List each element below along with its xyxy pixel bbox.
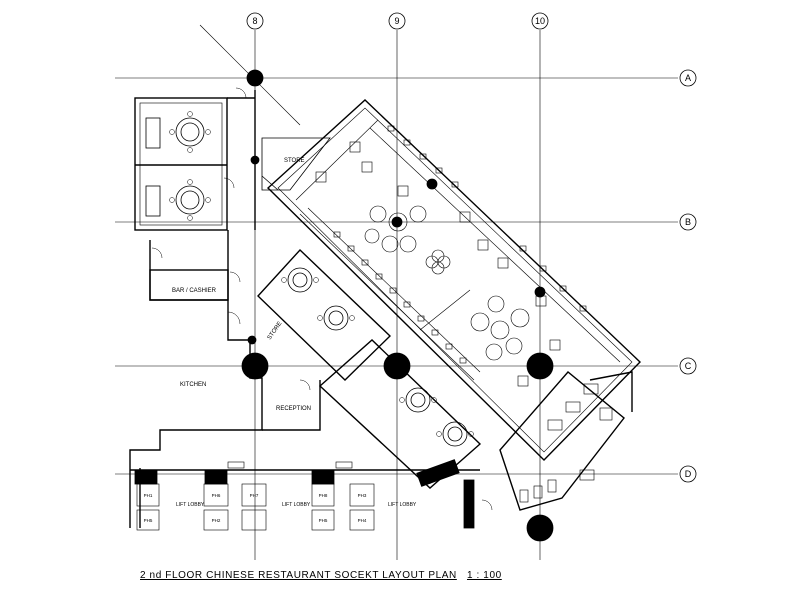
door-swings (151, 87, 493, 511)
room-label-reception: RECEPTION (276, 406, 311, 412)
grid-labels: 8 9 10 A B C D (252, 16, 691, 479)
private-room-tables (145, 111, 474, 447)
room-label-store-mid: STORE (267, 321, 284, 341)
room-labels: STORE STORE BAR / CASHIER KITCHEN RECEPT… (172, 158, 417, 508)
store-room-top (261, 137, 331, 191)
grid-row-label: D (685, 469, 692, 479)
plan-title: 2 nd FLOOR CHINESE RESTAURANT SOCEKT LAY… (140, 570, 457, 581)
grid-row-label: B (685, 217, 691, 227)
room-label-lift-lobby: LIFT LOBBY (176, 502, 205, 508)
dining-partitions (295, 119, 621, 381)
lift-label: PH4 (358, 518, 367, 523)
structural-columns (134, 69, 554, 542)
lift-label: PH1 (144, 493, 153, 498)
lift-label: PH7 (250, 493, 259, 498)
grid-row-label: C (685, 361, 692, 371)
lift-label: PH8 (319, 493, 328, 498)
grid-col-label: 10 (535, 16, 545, 26)
exterior-walls (129, 90, 641, 528)
room-label-kitchen: KITCHEN (180, 382, 206, 388)
main-hall-tables (315, 125, 587, 387)
lift-label: PH6 (212, 493, 221, 498)
lift-label: PH3 (358, 493, 367, 498)
plan-caption: 2 nd FLOOR CHINESE RESTAURANT SOCEKT LAY… (140, 570, 502, 581)
lift-cars (136, 461, 375, 531)
grid-col-label: 8 (252, 16, 257, 26)
lift-labels: PH1 PH6 PH7 PH8 PH3 PH5 PH2 PH5 PH4 (144, 493, 367, 523)
room-label-lift-lobby: LIFT LOBBY (388, 502, 417, 508)
room-label-bar: BAR / CASHIER (172, 288, 217, 294)
grid-bubbles (246, 12, 697, 483)
grid-row-label: A (685, 73, 691, 83)
lift-label: PH2 (212, 518, 221, 523)
room-label-lift-lobby: LIFT LOBBY (282, 502, 311, 508)
plan-scale: 1 : 100 (466, 570, 502, 581)
room-label-store-top: STORE (284, 158, 305, 164)
toilet-fixtures (499, 371, 613, 503)
grid-col-label: 9 (394, 16, 399, 26)
lift-label: PH5 (319, 518, 328, 523)
lift-label: PH5 (144, 518, 153, 523)
